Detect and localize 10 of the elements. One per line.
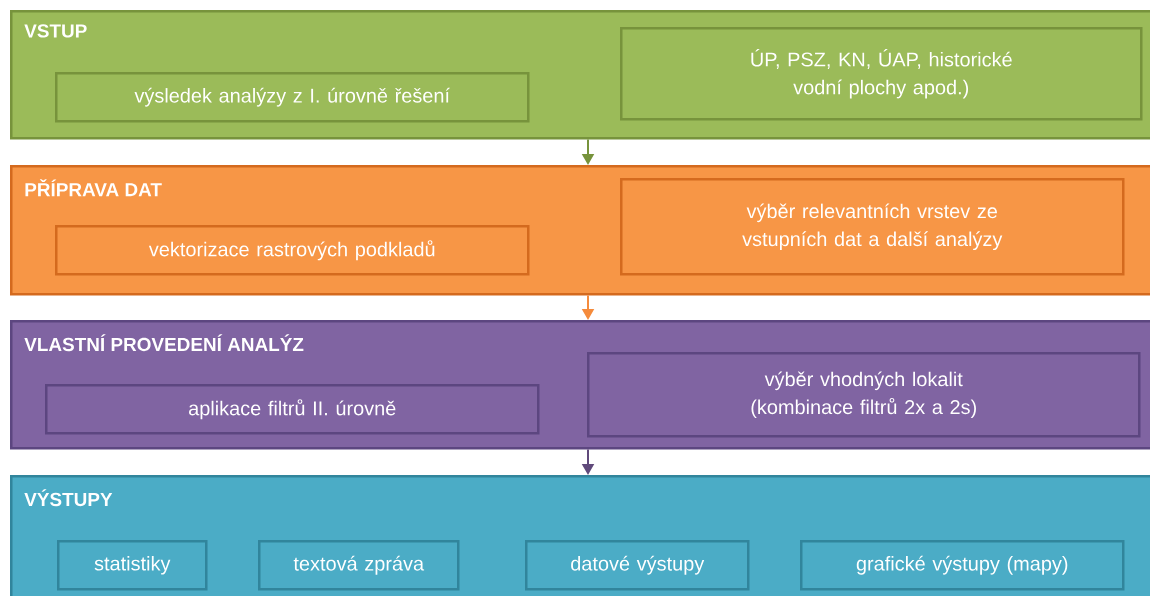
- process-box: výsledek analýzy z I. úrovně řešení: [55, 72, 530, 123]
- process-box: ÚP, PSZ, KN, ÚAP, historické vodní plochy apod.): [620, 27, 1143, 121]
- process-box: grafické výstupy (mapy): [800, 540, 1125, 591]
- process-box: výběr relevantních vrstev ze vstupních dat a další analýzy: [620, 178, 1125, 276]
- process-box: textová zpráva: [258, 540, 460, 591]
- process-box: aplikace filtrů II. úrovně: [45, 384, 540, 435]
- process-box: datové výstupy: [525, 540, 750, 591]
- process-box: statistiky: [57, 540, 208, 591]
- process-box: výběr vhodných lokalit (kombinace filtrů 2x a 2s): [587, 352, 1141, 438]
- process-box: vektorizace rastrových podkladů: [55, 225, 530, 276]
